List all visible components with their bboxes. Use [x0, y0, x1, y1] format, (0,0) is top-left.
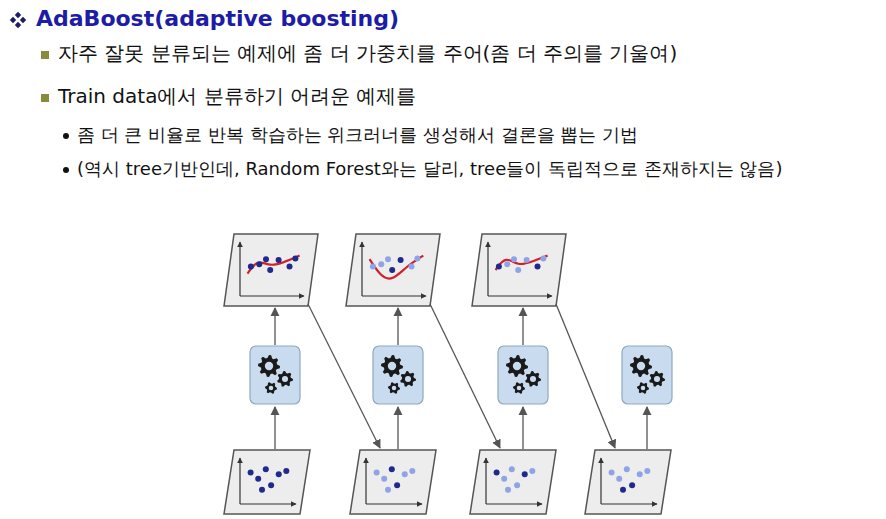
weak-learner-gears: [622, 346, 672, 404]
flow-arrow: [274, 308, 275, 345]
flow-arrow: [556, 304, 615, 448]
sub-bullet-text: (역시 tree기반인데, Random Forest와는 달리, tree들이…: [77, 157, 877, 180]
training-data-panel: [350, 450, 436, 514]
weak-learner-gears: [250, 346, 300, 404]
flow-arrow: [522, 308, 523, 345]
bullet-text: 자주 잘못 분류되는 예제에 좀 더 가중치를 주어(좀 더 주의를 기울여): [58, 40, 878, 66]
weak-learner-gears: [373, 346, 423, 404]
flow-arrow: [397, 308, 398, 345]
training-data-panel: [585, 450, 671, 514]
flow-arrow: [522, 407, 523, 449]
bullet-text: Train data에서 분류하기 어려운 예제를: [58, 83, 878, 109]
sub-bullet-text: 좀 더 큰 비율로 반복 학습하는 위크러너를 생성해서 결론을 뽑는 기법: [77, 123, 877, 146]
model-fit-panel: [224, 234, 318, 306]
flow-arrow: [430, 304, 500, 448]
model-fit-panel: [472, 234, 566, 306]
flow-arrow: [646, 407, 647, 449]
model-fit-panel: [346, 234, 440, 306]
training-data-panel: [470, 450, 556, 514]
slide-title: AdaBoost(adaptive boosting): [36, 5, 399, 34]
flow-arrow: [397, 407, 398, 449]
training-data-panel: [224, 450, 310, 514]
flow-arrow: [274, 407, 275, 449]
weak-learner-gears: [498, 346, 548, 404]
flow-arrow: [308, 304, 380, 448]
